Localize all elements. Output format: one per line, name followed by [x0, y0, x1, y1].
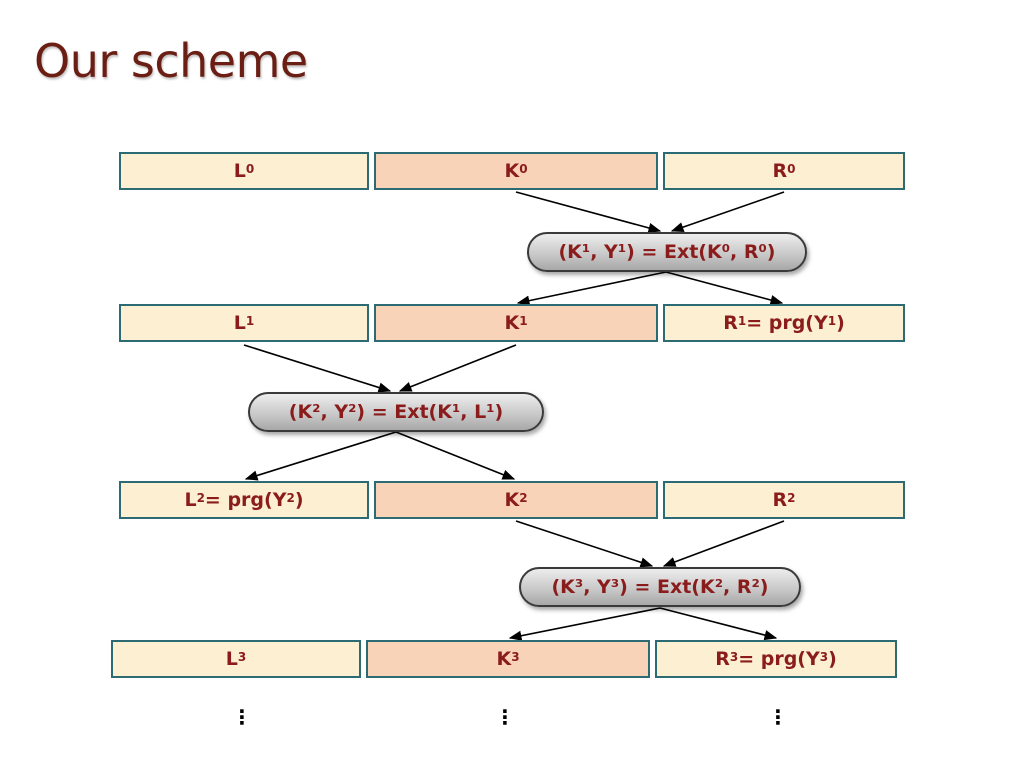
continuation-dots-middle: ⋮: [495, 705, 515, 729]
ext-node-1: (K¹, Y¹) = Ext(K⁰, R⁰): [527, 232, 807, 272]
arrow-ext2-to-l2: [244, 431, 397, 481]
arrow-l1-to-ext2: [243, 344, 392, 393]
ext-node-3: (K³, Y³) = Ext(K², R²): [519, 567, 801, 607]
arrow-r0-to-ext1: [670, 191, 785, 233]
arrow-k2-to-ext3: [515, 520, 654, 568]
arrow-k0-to-ext1: [515, 191, 662, 233]
continuation-dots-left: ⋮: [232, 705, 252, 729]
arrow-ext1-to-k1: [516, 271, 667, 306]
arrow-r2-to-ext3: [662, 520, 785, 567]
continuation-dots-right: ⋮: [768, 705, 788, 729]
arrow-ext3-to-k3: [508, 607, 661, 641]
arrow-ext1-to-r1: [665, 271, 784, 305]
arrow-k1-to-ext2: [398, 344, 517, 392]
ext-node-2: (K², Y²) = Ext(K¹, L¹): [248, 392, 544, 432]
arrow-ext2-to-k2: [395, 431, 516, 480]
arrow-ext3-to-r3: [659, 607, 778, 641]
slide-title: Our scheme: [34, 34, 308, 88]
